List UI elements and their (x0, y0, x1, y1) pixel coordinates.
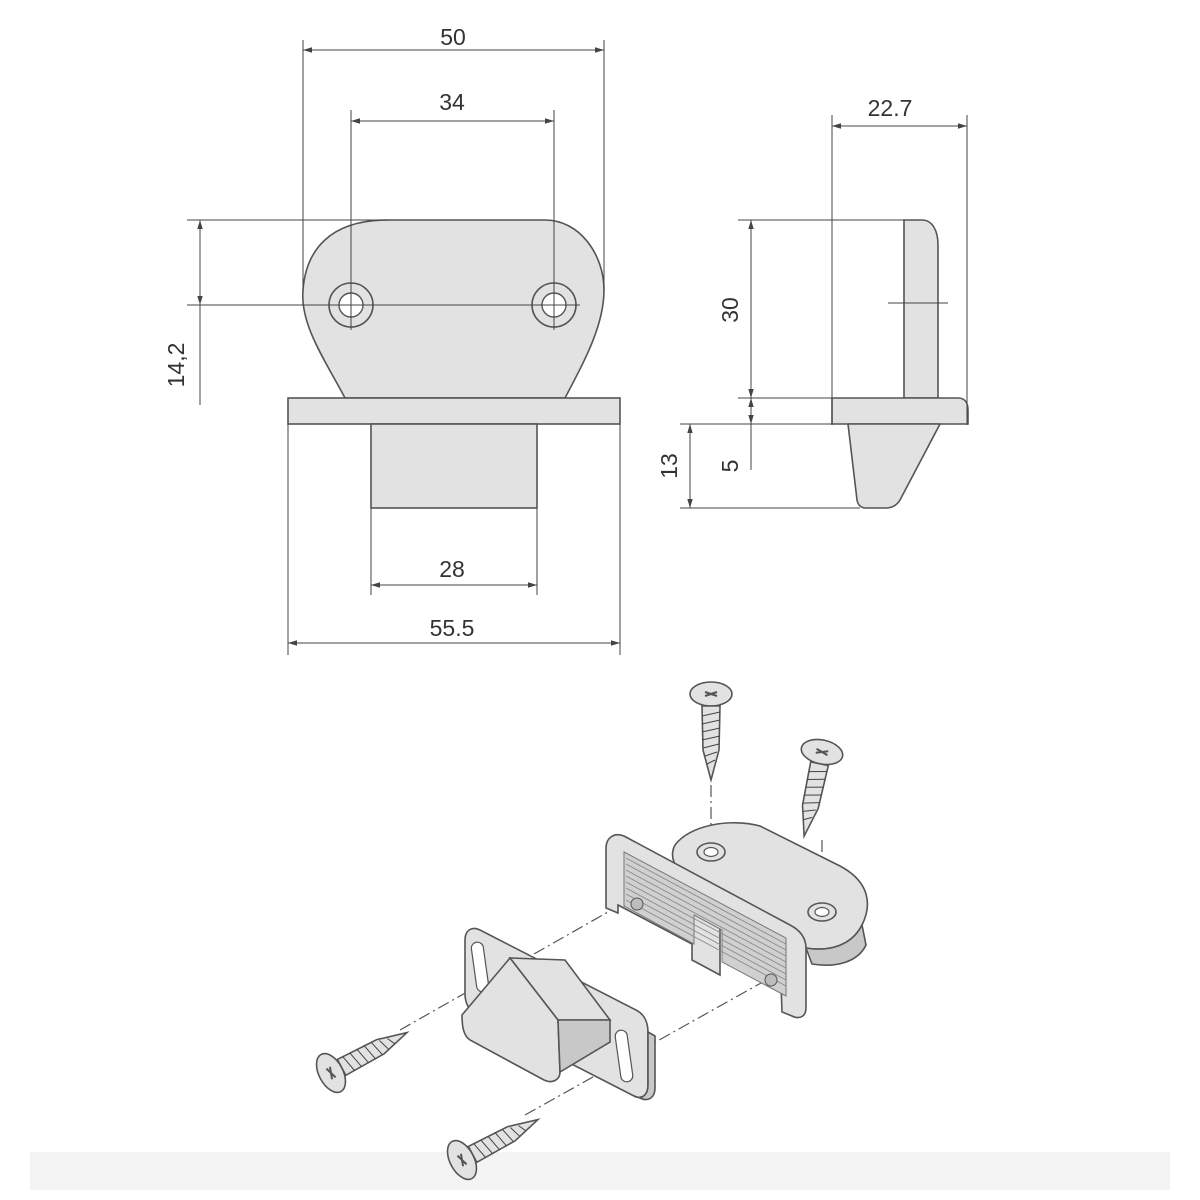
catch-wedge-side (557, 1019, 611, 1074)
side-wedge-outline (847, 423, 942, 509)
side-base-outline (831, 397, 969, 425)
screw-1 (689, 681, 733, 784)
footer-band (30, 1152, 1170, 1190)
screw-4-shank (467, 1118, 541, 1164)
bracket-hole-1-inner (703, 846, 719, 858)
dim-hole-spacing-label: 34 (439, 89, 465, 115)
bracket-rivet-right (764, 973, 778, 987)
dim-body-width-label: 28 (439, 556, 465, 582)
screw-3-shank (336, 1031, 410, 1077)
dim-base-width-label: 55.5 (430, 615, 475, 641)
bracket-hole-2-inner (814, 906, 830, 918)
front-base-flange (287, 397, 621, 425)
screw-2-cross (815, 747, 829, 757)
catch-piece (461, 927, 656, 1101)
catch-slot-right (614, 1029, 634, 1083)
screw-3-cross (325, 1066, 337, 1080)
bracket-grill-lines (625, 857, 787, 987)
catch-plate-edge (633, 1030, 656, 1101)
screw-3 (315, 1031, 410, 1094)
side-view: 22.7 30 5 13 (656, 95, 969, 509)
screw-2-shank (801, 760, 830, 840)
bracket-grill (623, 851, 787, 997)
screw-2 (800, 738, 844, 840)
exploded-view (315, 681, 869, 1181)
bracket-rivet-left (630, 897, 644, 911)
side-plate-outline (903, 219, 939, 399)
screw-1-cross (704, 691, 718, 697)
bracket-plate-edge (804, 922, 867, 966)
front-lower-body (370, 423, 538, 509)
screw-4-cross (456, 1153, 468, 1167)
screw-1-shank (701, 705, 721, 784)
dim-height-right-label: 30 (717, 297, 743, 323)
dim-height-left-label: 14,2 (163, 343, 189, 388)
dim-depth-label: 22.7 (868, 95, 913, 121)
mounting-bracket (605, 821, 869, 1019)
dim-bottom-total-label: 13 (656, 453, 682, 479)
dim-top-width-label: 50 (440, 24, 466, 50)
screw-4 (446, 1118, 541, 1181)
front-view: 50 34 14,2 28 55.5 (163, 24, 621, 655)
dim-bottom-offset-label: 5 (717, 460, 743, 473)
